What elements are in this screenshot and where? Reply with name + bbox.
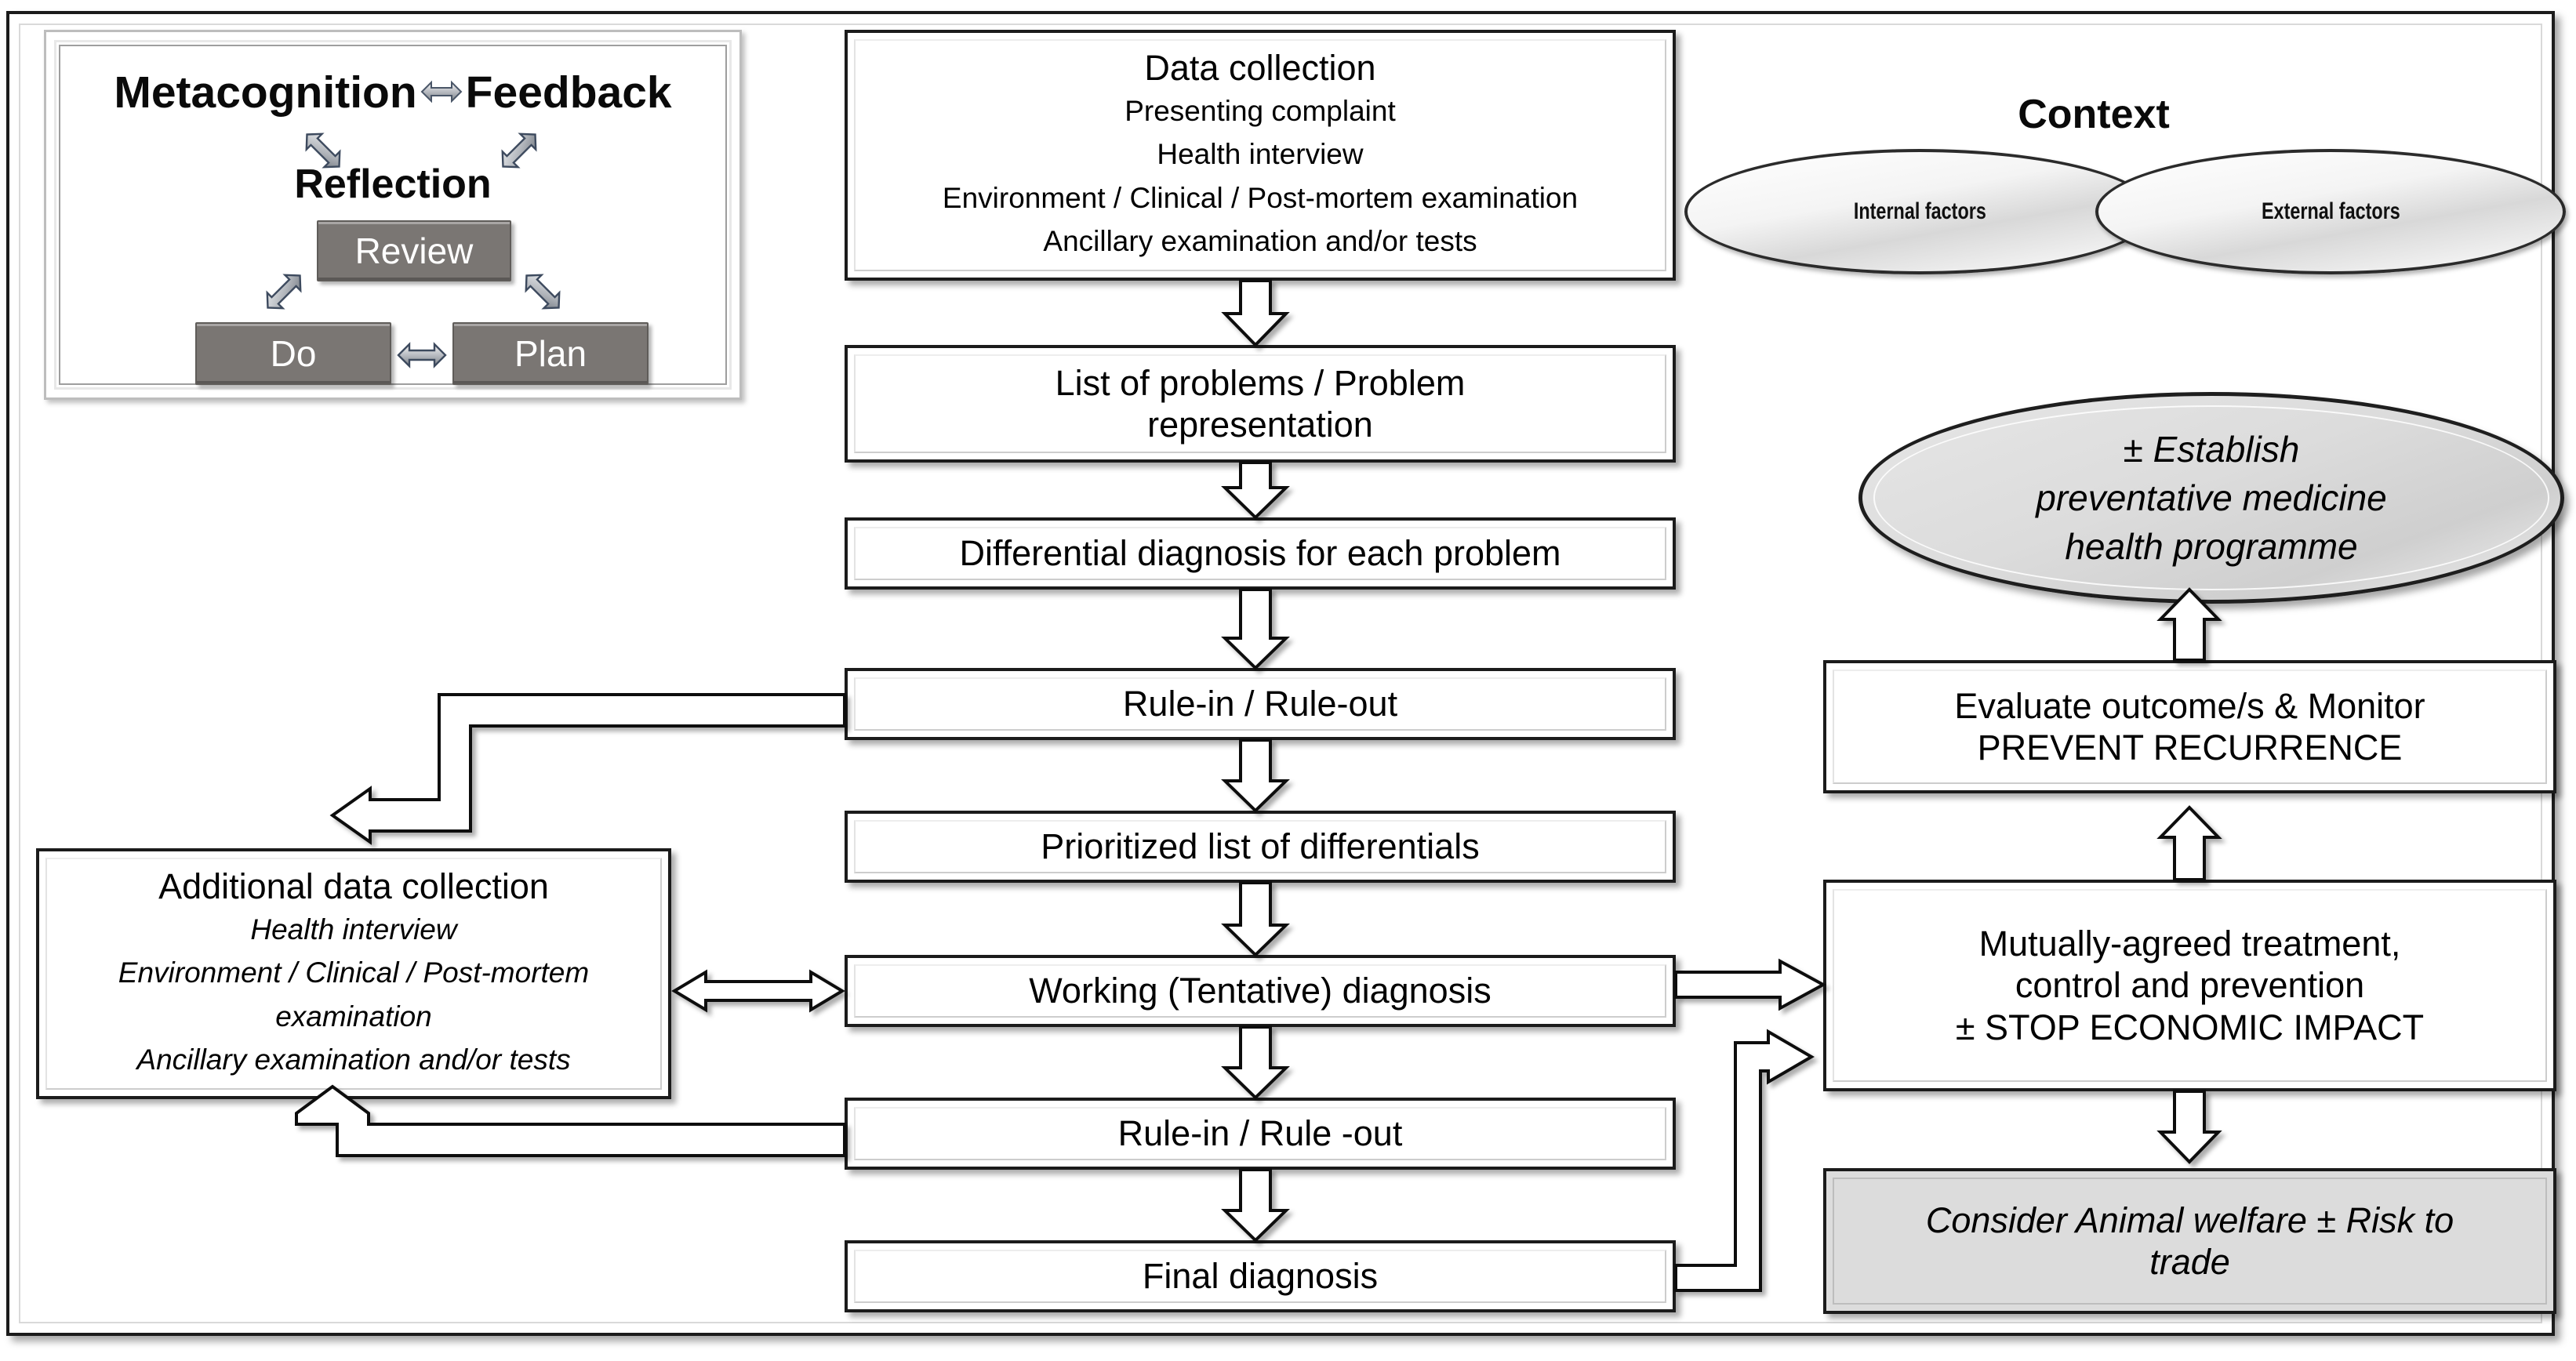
arrow-problems-to-differential bbox=[1221, 461, 1290, 520]
working-diagnosis-box-inner: Working (Tentative) diagnosis bbox=[854, 964, 1666, 1018]
data-collection-line-4: Ancillary examination and/or tests bbox=[1043, 225, 1477, 258]
additional-data-collection-box-inner: Additional data collection Health interv… bbox=[45, 858, 662, 1090]
metacognition-panel: Metacognition Feedback bbox=[44, 30, 742, 400]
rule-in-out-box-1-inner: Rule-in / Rule-out bbox=[854, 677, 1666, 731]
plan-button-label: Plan bbox=[514, 333, 587, 374]
treatment-line-2: control and prevention bbox=[2015, 965, 2365, 1006]
preventative-medicine-ellipse: ± Establish preventative medicine health… bbox=[1858, 392, 2564, 604]
diagonal-double-arrow-icon-left bbox=[297, 125, 349, 176]
feedback-label: Feedback bbox=[465, 67, 672, 118]
prioritized-differentials-box[interactable]: Prioritized list of differentials bbox=[845, 811, 1676, 883]
data-collection-line-1: Presenting complaint bbox=[1125, 94, 1396, 127]
problem-list-line-1: List of problems / Problem bbox=[1055, 362, 1466, 403]
arrow-rule1-to-prioritized bbox=[1221, 739, 1290, 813]
do-button[interactable]: Do bbox=[195, 322, 391, 385]
metacognition-panel-bevel bbox=[54, 40, 732, 390]
preventative-line-3: health programme bbox=[2065, 526, 2358, 568]
working-diagnosis-box[interactable]: Working (Tentative) diagnosis bbox=[845, 955, 1676, 1027]
arrow-differential-to-rule1 bbox=[1221, 588, 1290, 670]
preventative-line-1: ± Establish bbox=[2123, 428, 2300, 470]
differential-diagnosis-box[interactable]: Differential diagnosis for each problem bbox=[845, 517, 1676, 590]
arrow-final-to-treatment bbox=[1674, 1029, 1815, 1292]
arrow-data-to-problems bbox=[1221, 279, 1290, 347]
diagonal-double-arrow-icon-review-plan bbox=[517, 266, 569, 318]
arrow-working-to-rule2 bbox=[1221, 1025, 1290, 1100]
problem-list-box-inner: List of problems / Problem representatio… bbox=[854, 354, 1666, 453]
problem-list-box[interactable]: List of problems / Problem representatio… bbox=[845, 345, 1676, 463]
rule-in-out-box-2[interactable]: Rule-in / Rule -out bbox=[845, 1098, 1676, 1170]
arrow-prioritized-to-working bbox=[1221, 881, 1290, 957]
arrow-evaluate-to-preventative bbox=[2156, 587, 2222, 662]
additional-data-collection-box[interactable]: Additional data collection Health interv… bbox=[36, 848, 671, 1099]
data-collection-title: Data collection bbox=[1144, 48, 1376, 89]
arrow-additional-working-bidirectional bbox=[671, 969, 845, 1013]
data-collection-line-2: Health interview bbox=[1157, 138, 1364, 171]
arrow-rule2-to-final bbox=[1221, 1168, 1290, 1243]
data-collection-box[interactable]: Data collection Presenting complaint Hea… bbox=[845, 30, 1676, 281]
review-button[interactable]: Review bbox=[317, 220, 511, 281]
animal-welfare-line-2: trade bbox=[2149, 1242, 2230, 1282]
problem-list-line-2: representation bbox=[1147, 405, 1373, 445]
context-title: Context bbox=[2018, 92, 2170, 137]
external-factors-ellipse: External factors bbox=[2095, 149, 2566, 274]
evaluate-outcomes-line-2: PREVENT RECURRENCE bbox=[1977, 728, 2403, 768]
evaluate-outcomes-box[interactable]: Evaluate outcome/s & Monitor PREVENT REC… bbox=[1823, 660, 2556, 793]
additional-data-line-3: examination bbox=[275, 1000, 432, 1033]
differential-diagnosis-label: Differential diagnosis for each problem bbox=[959, 533, 1561, 574]
final-diagnosis-box[interactable]: Final diagnosis bbox=[845, 1240, 1676, 1312]
metacognition-heading: Metacognition Feedback bbox=[46, 64, 739, 118]
additional-data-line-2: Environment / Clinical / Post-mortem bbox=[118, 956, 590, 989]
evaluate-outcomes-box-inner: Evaluate outcome/s & Monitor PREVENT REC… bbox=[1833, 670, 2547, 784]
animal-welfare-box-inner: Consider Animal welfare ± Risk to trade bbox=[1833, 1178, 2547, 1305]
additional-data-line-1: Health interview bbox=[250, 913, 457, 945]
data-collection-line-3: Environment / Clinical / Post-mortem exa… bbox=[942, 181, 1579, 214]
arrow-rule1-to-additional-data bbox=[329, 693, 846, 845]
external-factors-label: External factors bbox=[2261, 198, 2400, 224]
final-diagnosis-label: Final diagnosis bbox=[1142, 1256, 1379, 1297]
additional-data-title: Additional data collection bbox=[158, 866, 549, 907]
treatment-box[interactable]: Mutually-agreed treatment, control and p… bbox=[1823, 880, 2556, 1091]
reflection-label: Reflection bbox=[294, 162, 492, 207]
animal-welfare-box[interactable]: Consider Animal welfare ± Risk to trade bbox=[1823, 1168, 2556, 1314]
differential-diagnosis-box-inner: Differential diagnosis for each problem bbox=[854, 527, 1666, 580]
treatment-line-1: Mutually-agreed treatment, bbox=[1978, 924, 2401, 964]
left-right-arrow-icon bbox=[417, 67, 466, 118]
treatment-line-3: ± STOP ECONOMIC IMPACT bbox=[1955, 1007, 2425, 1047]
evaluate-outcomes-line-1: Evaluate outcome/s & Monitor bbox=[1954, 685, 2425, 726]
plan-button[interactable]: Plan bbox=[452, 322, 649, 385]
arrow-rule2-to-additional-data bbox=[295, 1084, 846, 1157]
additional-data-line-4: Ancillary examination and/or tests bbox=[136, 1043, 571, 1076]
do-button-label: Do bbox=[270, 333, 317, 374]
internal-factors-label: Internal factors bbox=[1853, 198, 1986, 224]
preventative-line-2: preventative medicine bbox=[2036, 477, 2387, 518]
internal-factors-ellipse: Internal factors bbox=[1684, 149, 2155, 274]
treatment-box-inner: Mutually-agreed treatment, control and p… bbox=[1833, 889, 2547, 1082]
rule-in-out-label-2: Rule-in / Rule -out bbox=[1117, 1113, 1403, 1154]
final-diagnosis-box-inner: Final diagnosis bbox=[854, 1250, 1666, 1303]
arrow-treatment-to-welfare bbox=[2156, 1090, 2222, 1164]
left-right-arrow-icon-do-plan bbox=[396, 338, 448, 372]
rule-in-out-label-1: Rule-in / Rule-out bbox=[1122, 684, 1398, 724]
diagonal-double-arrow-icon-right bbox=[493, 125, 545, 176]
rule-in-out-box-1[interactable]: Rule-in / Rule-out bbox=[845, 668, 1676, 740]
arrow-treatment-to-evaluate bbox=[2156, 805, 2222, 881]
working-diagnosis-label: Working (Tentative) diagnosis bbox=[1029, 971, 1491, 1011]
diagonal-double-arrow-icon-review-do bbox=[258, 266, 310, 318]
arrow-working-to-treatment bbox=[1674, 958, 1827, 1011]
review-button-label: Review bbox=[354, 230, 474, 271]
prioritized-differentials-label: Prioritized list of differentials bbox=[1041, 826, 1480, 867]
animal-welfare-line-1: Consider Animal welfare ± Risk to bbox=[1925, 1199, 2454, 1240]
metacognition-label: Metacognition bbox=[114, 67, 417, 118]
data-collection-box-inner: Data collection Presenting complaint Hea… bbox=[854, 39, 1666, 271]
rule-in-out-box-2-inner: Rule-in / Rule -out bbox=[854, 1107, 1666, 1160]
prioritized-differentials-box-inner: Prioritized list of differentials bbox=[854, 820, 1666, 873]
